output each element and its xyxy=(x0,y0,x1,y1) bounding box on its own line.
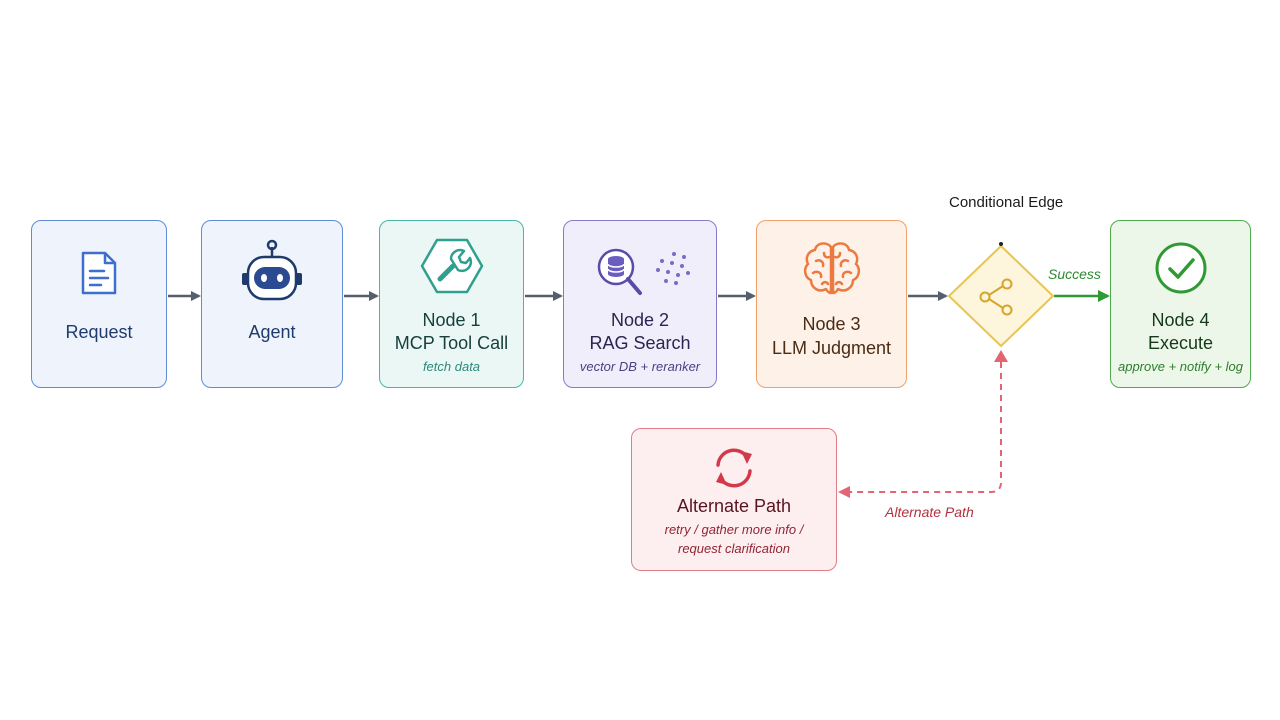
node4-title-line2: Execute xyxy=(1147,333,1214,353)
node4-subtitle: approve + notify + log xyxy=(1117,359,1244,374)
alternate-path-subtitle-line1: retry / gather more info / xyxy=(664,522,804,537)
node4-execute[interactable]: Node 4 Execute approve + notify + log xyxy=(1110,220,1251,388)
node3-title-line1: Node 3 xyxy=(802,314,861,334)
agent-node-title: Agent xyxy=(248,322,296,342)
node4-title-line1: Node 4 xyxy=(1151,310,1210,330)
request-node-title: Request xyxy=(65,322,133,342)
node3-title-line2: LLM Judgment xyxy=(771,338,892,358)
refresh-icon xyxy=(632,445,836,491)
branch-icon xyxy=(979,278,1013,316)
node2-title-line1: Node 2 xyxy=(610,310,670,330)
success-edge-label: Success xyxy=(1048,266,1101,282)
node1-mcp-tool-call[interactable]: Node 1 MCP Tool Call fetch data xyxy=(379,220,524,388)
edge-decision-alternate xyxy=(838,362,1002,498)
agent-node[interactable]: Agent xyxy=(201,220,343,388)
wrench-icon xyxy=(380,237,523,295)
conditional-edge-label: Conditional Edge xyxy=(949,194,1064,211)
node1-subtitle: fetch data xyxy=(422,359,481,374)
request-node[interactable]: Request xyxy=(31,220,167,388)
alternate-path-title: Alternate Path xyxy=(676,496,792,516)
node2-subtitle: vector DB + reranker xyxy=(579,359,701,374)
node2-rag-search[interactable]: Node 2 RAG Search vector DB + reranker xyxy=(563,220,717,388)
vector-dots-icon xyxy=(654,251,694,285)
database-search-icon xyxy=(594,243,646,299)
alternate-edge-label: Alternate Path xyxy=(885,504,974,520)
brain-icon xyxy=(757,239,906,297)
check-circle-icon xyxy=(1111,241,1250,295)
document-icon xyxy=(32,249,166,297)
node1-title-line2: MCP Tool Call xyxy=(394,333,509,353)
robot-icon xyxy=(202,239,342,305)
node2-title-line2: RAG Search xyxy=(589,333,691,353)
alternate-path-subtitle-line2: request clarification xyxy=(678,541,790,556)
node1-title-line1: Node 1 xyxy=(422,310,481,330)
alternate-path-node[interactable]: Alternate Path retry / gather more info … xyxy=(631,428,837,571)
node3-llm-judgment[interactable]: Node 3 LLM Judgment xyxy=(756,220,907,388)
edge-alternate-arrowhead-up xyxy=(994,350,1008,362)
conditional-edge-diamond[interactable] xyxy=(947,242,1055,348)
